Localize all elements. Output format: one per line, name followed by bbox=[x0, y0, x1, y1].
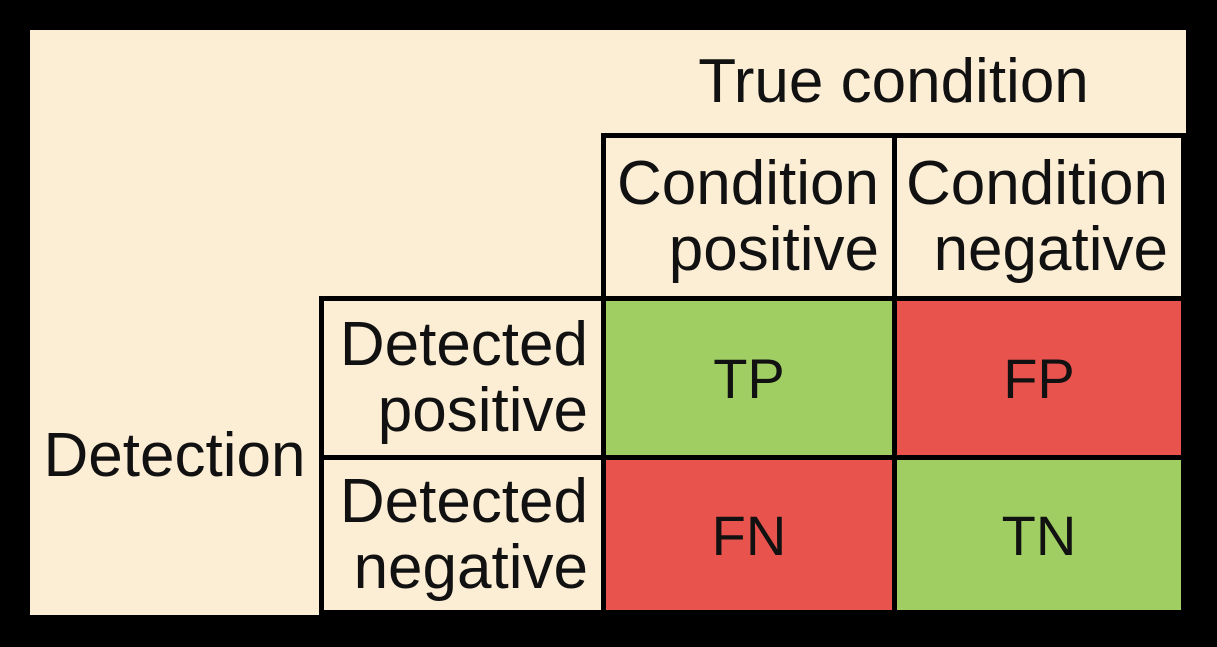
column-axis-title: True condition bbox=[698, 47, 1089, 116]
header-line: positive bbox=[377, 376, 588, 445]
confusion-matrix-panel: True condition Condition positive Condit… bbox=[30, 30, 1186, 615]
header-line: Detected bbox=[339, 467, 588, 537]
matrix-body-grid: Detected positive TP FP Detected negativ… bbox=[319, 296, 1186, 615]
header-line: negative bbox=[353, 533, 588, 602]
cell-true-negative: TN bbox=[897, 460, 1181, 610]
cell-false-negative: FN bbox=[606, 460, 892, 610]
row-header-detected-negative: Detected negative bbox=[324, 460, 601, 610]
header-line: Condition bbox=[906, 149, 1168, 219]
header-line: negative bbox=[933, 215, 1168, 284]
column-header-condition-positive: Condition positive bbox=[606, 138, 892, 296]
column-header-box: Condition positive Condition negative bbox=[601, 133, 1186, 301]
row-axis-title: Detection bbox=[43, 421, 306, 490]
column-header-condition-negative: Condition negative bbox=[897, 138, 1181, 296]
row-header-detected-positive: Detected positive bbox=[324, 301, 601, 455]
header-line: positive bbox=[668, 215, 879, 284]
cell-false-positive: FP bbox=[897, 301, 1181, 455]
header-line: Condition bbox=[617, 149, 879, 219]
header-line: Detected bbox=[339, 310, 588, 380]
cell-true-positive: TP bbox=[606, 301, 892, 455]
